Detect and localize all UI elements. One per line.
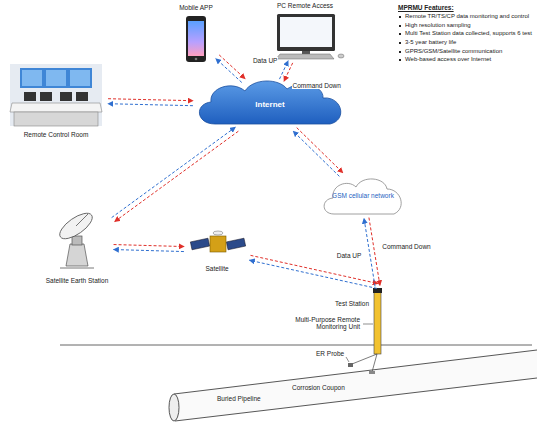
dashed-arrow <box>293 131 339 176</box>
feature-item: High resolution sampling <box>398 22 532 29</box>
node-label: Satellite <box>205 265 228 272</box>
part-label: ER Probe <box>316 350 344 357</box>
dashed-arrow <box>108 104 193 106</box>
dashed-arrow <box>249 260 377 288</box>
leader-line <box>346 357 349 362</box>
dashed-arrow <box>112 127 236 217</box>
dashed-arrow <box>250 255 378 283</box>
gsm-cloud-node: GSM cellular network <box>322 176 404 216</box>
pipe-label: Buried Pipeline <box>217 395 261 402</box>
feature-item: Multi Test Station data collected, suppo… <box>398 30 532 37</box>
dashed-arrow <box>364 218 375 286</box>
app-icon-node: Mobile APP <box>176 4 216 70</box>
edge-label: Command Down <box>381 243 431 250</box>
control-room-image <box>10 64 102 126</box>
pc-icon <box>276 14 344 59</box>
dashed-arrow <box>115 131 239 221</box>
feature-item: Web-based access over Internet <box>398 56 532 63</box>
dashed-arrow <box>284 63 293 81</box>
pipe-label: Corrosion Coupon <box>292 384 345 391</box>
edge-label: Data UP <box>336 252 363 259</box>
node-label: GSM cellular network <box>332 192 394 199</box>
leader-line <box>363 324 373 325</box>
dashed-arrow <box>219 55 245 79</box>
feature-title: MPRMU Features: <box>398 4 532 11</box>
earth-station-icon <box>56 209 96 268</box>
edge-label: Command Down <box>292 82 342 89</box>
feature-item: 3-5 year battery life <box>398 39 532 46</box>
gsm-cloud <box>324 179 401 214</box>
feature-item: GPRS/GSM/Satellite communication <box>398 48 532 55</box>
dashed-arrow <box>216 59 242 83</box>
dashed-arrow <box>108 99 193 101</box>
test-station-node: Test Station <box>372 288 383 354</box>
ground-line <box>60 345 532 346</box>
feature-list: MPRMU Features: Remote TR/TS/CP data moni… <box>398 4 532 65</box>
satellite-node: Satellite <box>186 228 248 272</box>
pipeline <box>169 350 537 421</box>
part-label: Multi-Purpose Remote Monitoring Unit <box>280 316 360 331</box>
node-label: PC Remote Access <box>277 2 333 9</box>
node-label: Test Station <box>335 300 369 307</box>
node-label: Remote Control Room <box>24 131 89 138</box>
dashed-arrow <box>279 61 288 79</box>
node-label: Internet <box>255 100 284 109</box>
dashed-arrow <box>113 250 184 252</box>
node-label: Mobile APP <box>179 4 213 11</box>
node-label: Satellite Earth Station <box>46 277 109 284</box>
dashed-arrow <box>114 245 185 247</box>
dashed-arrow <box>369 218 380 286</box>
edge-label: Data UP <box>252 57 279 64</box>
earth-station-node: Satellite Earth Station <box>43 208 112 284</box>
control-room-node: Remote Control Room <box>6 62 106 138</box>
satellite-icon <box>190 231 245 252</box>
phone-icon <box>186 16 206 62</box>
dashed-arrow <box>297 128 343 173</box>
feature-item: Remote TR/TS/CP data monitoring and cont… <box>398 13 532 20</box>
pc-node: PC Remote Access <box>262 2 348 60</box>
